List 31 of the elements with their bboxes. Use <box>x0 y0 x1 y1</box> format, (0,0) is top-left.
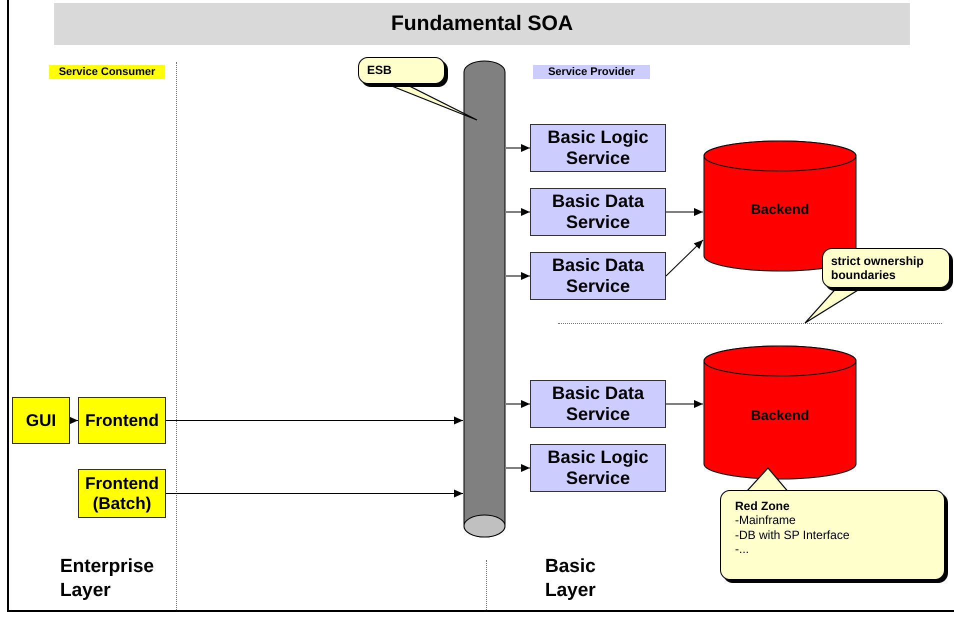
arrow <box>666 400 704 408</box>
arrow <box>506 464 530 472</box>
consumer-box: Frontend (Batch) <box>78 469 166 518</box>
bus-cylinder <box>463 60 506 538</box>
section-label: Service Provider <box>533 65 650 79</box>
arrow <box>506 208 530 216</box>
service-box: Basic Data Service <box>530 380 666 428</box>
arrow <box>166 490 464 498</box>
arrow <box>506 272 530 280</box>
service-box: Basic Logic Service <box>530 444 666 492</box>
arrow <box>506 144 530 152</box>
layer-label: Enterprise Layer <box>60 555 155 602</box>
arrow <box>666 240 704 276</box>
arrow <box>69 416 78 424</box>
section-label: Service Consumer <box>49 65 165 79</box>
service-box: Basic Data Service <box>530 188 666 236</box>
consumer-box: Frontend <box>78 397 166 444</box>
arrow <box>506 400 530 408</box>
database-label: Backend <box>750 200 810 217</box>
service-box: Basic Logic Service <box>530 124 666 172</box>
callout-pointer <box>746 467 789 492</box>
layer-label: Basic Layer <box>545 555 597 602</box>
database-cylinder <box>703 345 857 480</box>
arrow <box>166 416 464 424</box>
service-box: Basic Data Service <box>530 252 666 300</box>
note-callout: Red Zone -Mainframe -DB with SP Interface -... <box>720 490 945 580</box>
title-bar: Fundamental SOA <box>54 3 910 45</box>
callout-bubble: ESB <box>358 57 445 84</box>
arrow <box>666 208 704 216</box>
database-label: Backend <box>750 407 810 424</box>
consumer-box: GUI <box>12 397 70 444</box>
